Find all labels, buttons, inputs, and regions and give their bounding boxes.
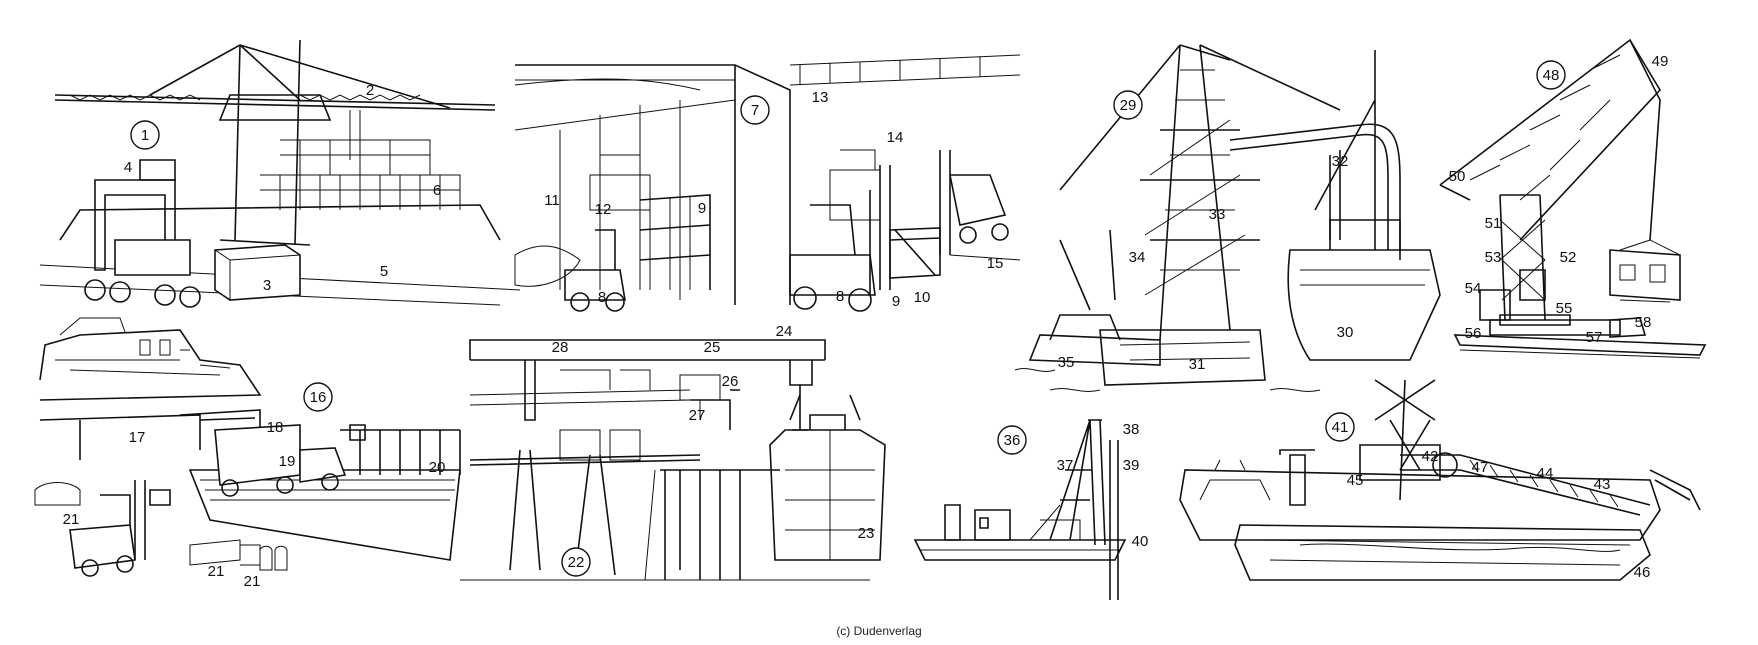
panel-warehouse: 7 13 14 11 12 9 8 8 9 10 15	[514, 54, 1021, 312]
callout-39: 39	[1123, 457, 1140, 474]
callout-44: 44	[1537, 465, 1554, 482]
section-number: 36	[1004, 432, 1021, 449]
callout-8: 8	[836, 288, 844, 305]
section-number: 16	[310, 389, 327, 406]
callout-5: 5	[380, 263, 388, 280]
callout-21: 21	[63, 511, 80, 528]
callout-21: 21	[244, 573, 261, 590]
callout-45: 45	[1347, 472, 1364, 489]
section-number: 7	[751, 102, 759, 119]
section-number: 41	[1332, 419, 1349, 436]
callout-53: 53	[1485, 249, 1502, 266]
callout-56: 56	[1465, 325, 1482, 342]
section-marker-22	[561, 547, 591, 577]
callout-13: 13	[812, 89, 829, 106]
callout-31: 31	[1189, 356, 1206, 373]
callout-54: 54	[1465, 280, 1482, 297]
callout-33: 33	[1209, 206, 1226, 223]
section-marker-1	[130, 120, 160, 150]
callout-12: 12	[595, 201, 612, 218]
callout-51: 51	[1485, 215, 1502, 232]
section-marker-48	[1536, 60, 1566, 90]
section-marker-16	[303, 382, 333, 412]
callout-9: 9	[698, 200, 706, 217]
callout-24: 24	[776, 323, 793, 340]
callout-15: 15	[987, 255, 1004, 272]
panel-floating-crane: 48 49 50 51 52 53 54 55 56 57 58	[1439, 38, 1707, 359]
callout-17: 17	[129, 429, 146, 446]
callout-14: 14	[887, 129, 904, 146]
callout-34: 34	[1129, 249, 1146, 266]
section-number: 48	[1543, 67, 1560, 84]
callout-28: 28	[552, 339, 569, 356]
callout-35: 35	[1058, 354, 1075, 371]
callout-27: 27	[689, 407, 706, 424]
harbour-illustration: 1 4 2 3 5 6 7 13 1	[34, 38, 1707, 600]
callout-37: 37	[1057, 457, 1074, 474]
callout-58: 58	[1635, 314, 1652, 331]
callout-57: 57	[1586, 329, 1603, 346]
panel-grain-elevator: 29 32 33 34 30 31 35	[1014, 44, 1441, 392]
panel-pile-driver: 36 38 37 39 40	[913, 419, 1149, 600]
callout-40: 40	[1132, 533, 1149, 550]
panel-quay-shed: 22 28 25 24 26 27 23	[460, 323, 886, 581]
callout-52: 52	[1560, 249, 1577, 266]
callout-8: 8	[598, 289, 606, 306]
section-number: 1	[141, 127, 149, 144]
callout-23: 23	[858, 525, 875, 542]
callout-50: 50	[1449, 168, 1466, 185]
panel-container-terminal: 1 4 2 3 5 6	[39, 39, 521, 308]
section-marker-41	[1325, 412, 1355, 442]
callout-38: 38	[1123, 421, 1140, 438]
callout-26: 26	[722, 373, 739, 390]
callout-10: 10	[914, 289, 931, 306]
callout-49: 49	[1652, 53, 1669, 70]
panel-ferry-ramp: 16 17 18 19 20 21 21 21	[34, 317, 461, 590]
section-marker-29	[1113, 90, 1143, 120]
section-number: 22	[568, 554, 585, 571]
callout-9: 9	[892, 293, 900, 310]
panel-dredger: 41 42 43 44 45 46 47	[1179, 379, 1701, 581]
callout-43: 43	[1594, 476, 1611, 493]
callout-46: 46	[1634, 564, 1651, 581]
callout-2: 2	[366, 82, 374, 99]
section-number: 29	[1120, 97, 1137, 114]
callout-4: 4	[124, 159, 132, 176]
callout-25: 25	[704, 339, 721, 356]
callout-3: 3	[263, 277, 271, 294]
section-marker-7	[740, 95, 770, 125]
callout-18: 18	[267, 419, 284, 436]
callout-21: 21	[208, 563, 225, 580]
callout-47: 47	[1472, 459, 1489, 476]
callout-42: 42	[1422, 448, 1439, 465]
callout-55: 55	[1556, 300, 1573, 317]
section-marker-36	[997, 425, 1027, 455]
callout-20: 20	[429, 459, 446, 476]
callout-32: 32	[1332, 153, 1349, 170]
copyright-notice: (c) Dudenverlag	[836, 624, 922, 638]
callout-19: 19	[279, 453, 296, 470]
callout-11: 11	[544, 192, 560, 209]
callout-6: 6	[433, 182, 441, 199]
callout-30: 30	[1337, 324, 1354, 341]
